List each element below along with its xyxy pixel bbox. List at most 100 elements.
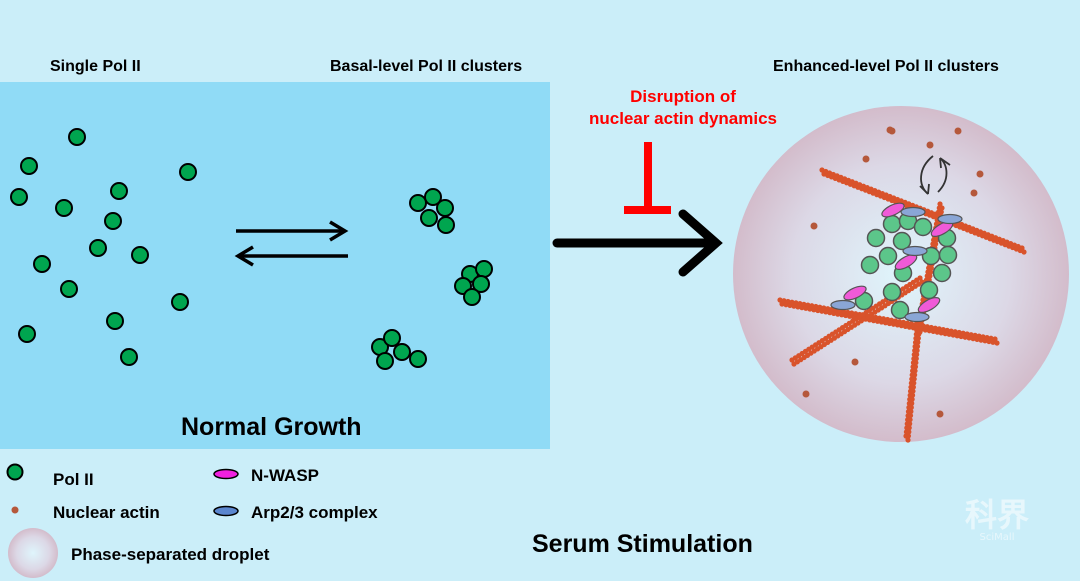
actin-bead [913, 356, 919, 362]
watermark-logo: 科界 SciMall [965, 498, 1029, 543]
pol2-molecule [20, 157, 38, 175]
actin-bead [785, 298, 791, 305]
pol2-cluster-molecule [913, 217, 933, 237]
actin-bead [908, 404, 914, 411]
pol2-cluster-molecule [919, 280, 939, 300]
legend-nwasp-label: N-WASP [251, 466, 319, 485]
actin-bead [914, 351, 920, 358]
actin-bead [915, 339, 921, 345]
free-actin [810, 222, 818, 230]
pol2-cluster-molecule [932, 263, 952, 283]
actin-bead [872, 314, 879, 320]
actin-bead [793, 300, 799, 306]
actin-bead [906, 429, 912, 435]
pol2-cluster-molecule [892, 231, 912, 251]
arp-complex [904, 311, 930, 323]
legend-nwasp-icon [213, 468, 239, 480]
actin-bead [880, 316, 887, 322]
arp-complex [830, 299, 856, 311]
actin-bead [781, 298, 787, 304]
legend-droplet-icon [8, 528, 58, 578]
actin-bead [821, 305, 827, 311]
actin-bead [849, 310, 855, 316]
actin-bead [908, 321, 914, 327]
actin-bead [932, 325, 938, 331]
inhibition-label: Disruption of nuclear actin dynamics [583, 86, 783, 130]
legend-arp-icon [213, 505, 239, 517]
normal-growth-panel [0, 82, 550, 449]
actin-bead [918, 321, 925, 327]
actin-bead [911, 376, 917, 382]
pol2-cluster-molecule [890, 300, 910, 320]
actin-bead [939, 205, 945, 211]
free-actin [802, 390, 810, 398]
inhibition-bar-icon [624, 142, 671, 214]
actin-bead [910, 388, 916, 394]
actin-bead [918, 325, 924, 331]
actin-bead [972, 332, 978, 338]
actin-bead [944, 327, 950, 333]
actin-bead [809, 303, 815, 309]
arp-complex [937, 213, 963, 225]
actin-bead [907, 412, 914, 419]
legend-droplet-label: Phase-separated droplet [71, 545, 270, 564]
free-actin [926, 141, 934, 149]
pol2-cluster-molecule [436, 199, 454, 217]
single-pol2-group [10, 128, 197, 366]
basal-cluster-group [371, 188, 493, 370]
actin-bead [956, 329, 962, 336]
exchange-arrow-icon [919, 157, 951, 195]
free-actin [886, 126, 894, 134]
actin-bead [813, 303, 819, 310]
actin-bead [888, 317, 895, 323]
pol2-molecule [171, 293, 189, 311]
actin-bead [913, 360, 919, 366]
actin-bead [928, 269, 934, 275]
actin-bead [876, 315, 883, 321]
pol2-cluster-molecule [383, 329, 401, 347]
actin-bead [841, 308, 847, 315]
actin-bead [952, 329, 958, 335]
actin-bead [992, 336, 998, 342]
serum-stimulation-label: Serum Stimulation [532, 530, 753, 558]
actin-bead [777, 297, 783, 303]
actin-bead [907, 421, 913, 427]
nwasp-molecule [881, 202, 905, 218]
actin-bead [908, 408, 914, 415]
actin-bead [817, 304, 823, 310]
actin-bead [853, 311, 859, 317]
actin-bead [1019, 245, 1025, 251]
pol2-cluster-molecule [463, 288, 481, 306]
pol2-molecule [120, 348, 138, 366]
nwasp-molecule [843, 285, 867, 301]
pol2-cluster-molecule [437, 216, 455, 234]
pol2-molecule [60, 280, 78, 298]
actin-bead [805, 302, 811, 308]
pol2-molecule [179, 163, 197, 181]
actin-bead [914, 347, 920, 354]
free-actin [954, 127, 962, 135]
actin-bead [994, 340, 1000, 346]
actin-bead [940, 327, 946, 333]
pol2-cluster-molecule [866, 228, 886, 248]
actin-bead [988, 335, 994, 341]
actin-bead [910, 384, 916, 390]
nwasp-molecule [917, 297, 941, 313]
pol2-molecule [33, 255, 51, 273]
actin-bead [915, 335, 921, 341]
actin-bead [896, 319, 903, 325]
pol2-cluster-molecule [882, 214, 902, 234]
pol2-molecule [104, 212, 122, 230]
free-actin [976, 170, 984, 178]
free-actin [862, 155, 870, 163]
equilibrium-arrows-icon [234, 220, 349, 267]
actin-bead [964, 331, 970, 337]
header-basal-clusters: Basal-level Pol II clusters [330, 58, 523, 75]
actin-bead [917, 329, 923, 335]
actin-bead [948, 328, 954, 334]
actin-bead [909, 400, 915, 406]
inhibition-line1: Disruption of [630, 87, 736, 106]
pol2-cluster-molecule [878, 246, 898, 266]
actin-bead [900, 319, 907, 325]
